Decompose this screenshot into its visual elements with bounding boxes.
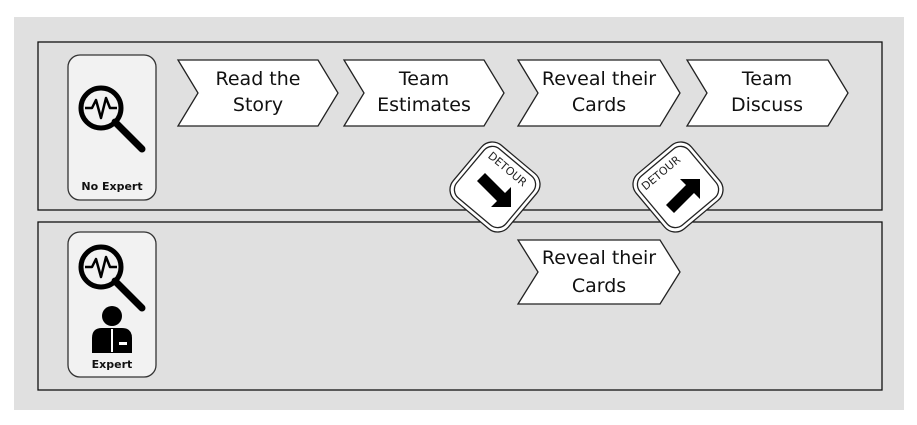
svg-text:Cards: Cards <box>572 94 626 116</box>
magnifier-heartbeat-icon <box>78 244 146 312</box>
lane-expert <box>37 221 883 391</box>
expert-card: Expert <box>67 231 157 378</box>
svg-text:Story: Story <box>233 94 283 116</box>
magnifier-heartbeat-icon <box>78 85 146 153</box>
svg-text:Discuss: Discuss <box>731 94 803 116</box>
step-read-the-story: Read the Story <box>176 59 339 127</box>
svg-text:Team: Team <box>398 68 449 90</box>
svg-text:Read the: Read the <box>216 68 301 90</box>
svg-text:Reveal their: Reveal their <box>542 247 656 269</box>
detour-sign-up: DETOUR <box>632 141 724 233</box>
no-expert-card: No Expert <box>67 54 157 201</box>
step-team-discuss: Team Discuss <box>685 59 849 127</box>
step-reveal-their-cards: Reveal their Cards <box>516 59 681 127</box>
lane-label-expert: Expert <box>92 358 133 371</box>
step-team-estimates: Team Estimates <box>342 59 505 127</box>
arrow-up-right-icon <box>666 179 700 213</box>
svg-text:Estimates: Estimates <box>377 94 471 116</box>
person-icon <box>92 306 132 353</box>
svg-text:Team: Team <box>741 68 792 90</box>
svg-text:Reveal their: Reveal their <box>542 68 656 90</box>
step-expert-reveal-their-cards: Reveal their Cards <box>516 239 681 305</box>
lane-label-no-expert: No Expert <box>81 180 142 193</box>
arrow-down-right-icon <box>477 173 511 207</box>
svg-text:Cards: Cards <box>572 275 626 297</box>
detour-sign-down: DETOUR <box>449 141 541 233</box>
